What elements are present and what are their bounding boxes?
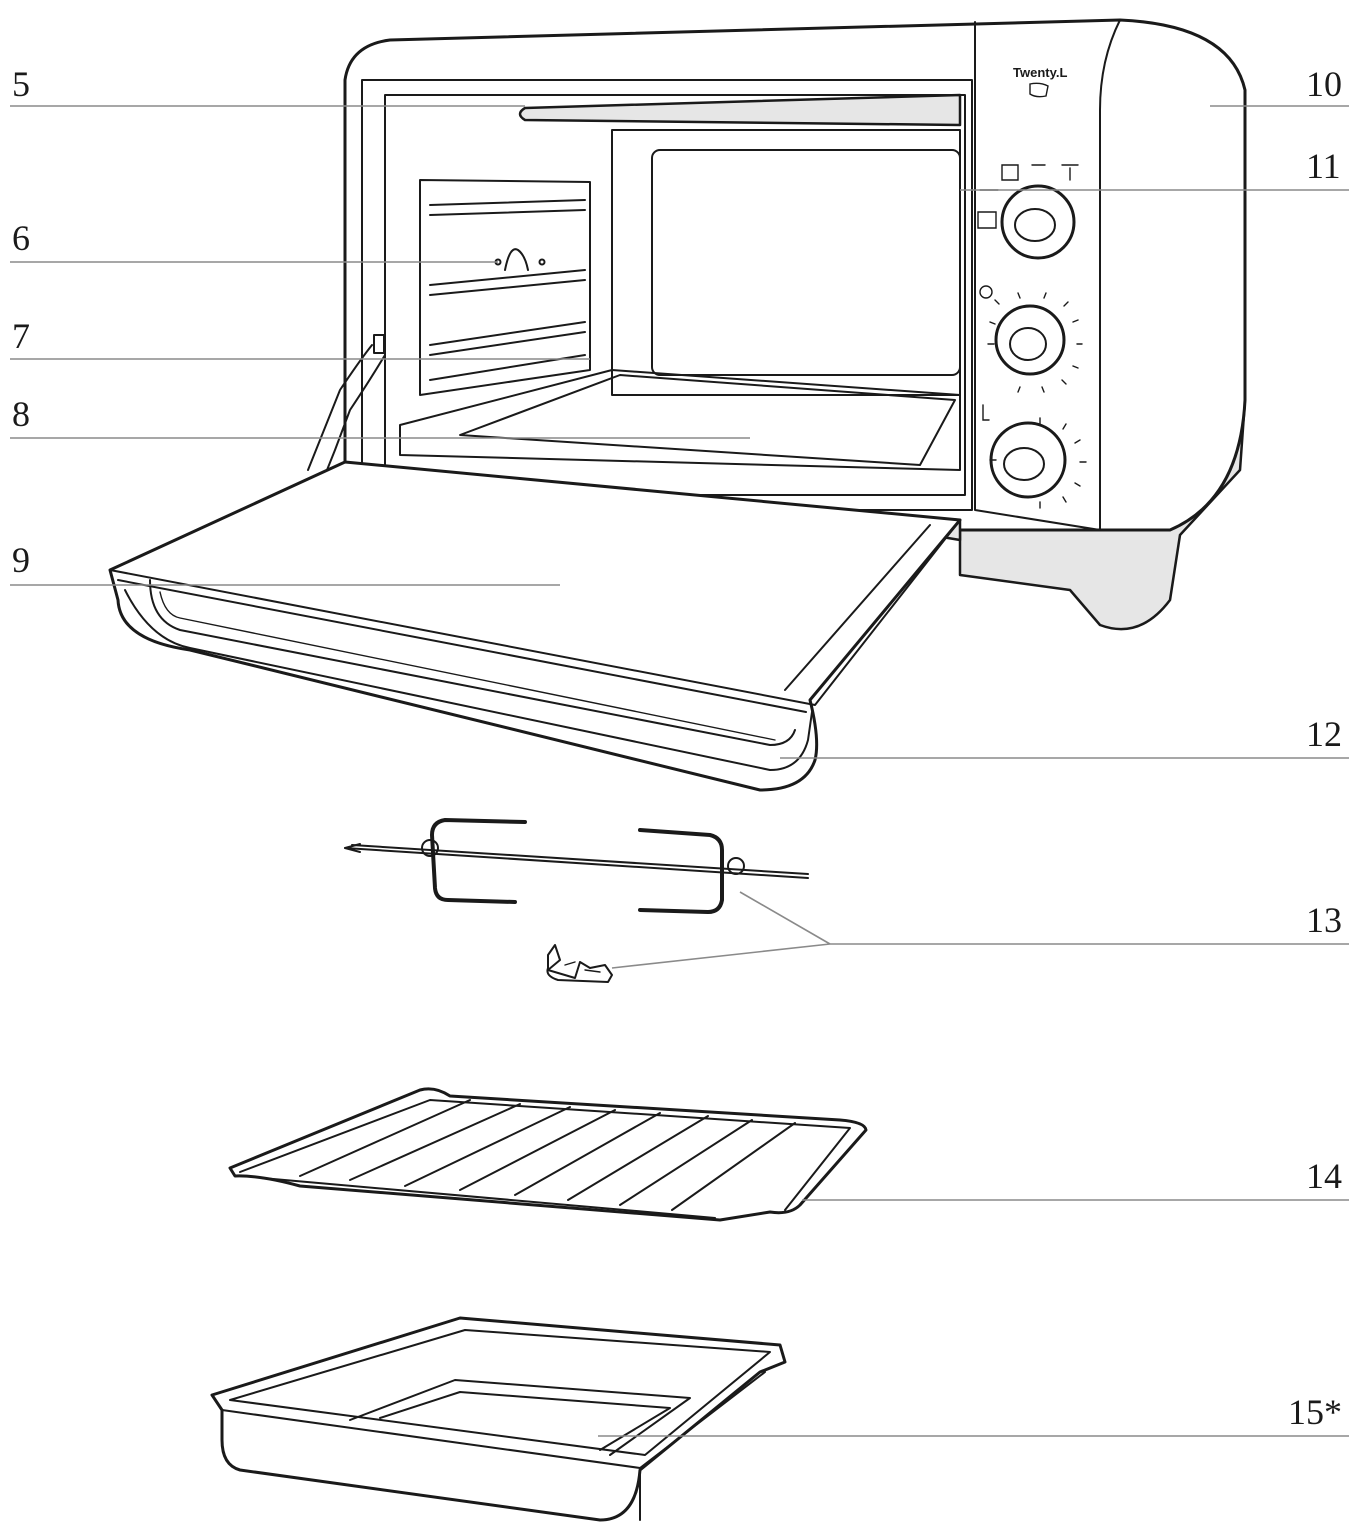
function-selector-knob[interactable] (977, 164, 1079, 260)
callout-15: 15* (1288, 1392, 1342, 1432)
rotisserie-spit (344, 818, 809, 914)
callout-12: 12 (1306, 714, 1342, 754)
wire-rack (228, 1087, 868, 1222)
callout-9: 9 (12, 540, 30, 580)
callout-13: 13 (1306, 900, 1342, 940)
callout-6: 6 (12, 218, 30, 258)
brand-logo: Twenty.L (1013, 65, 1067, 80)
spit-fork-screw (546, 944, 613, 983)
oven-door[interactable] (108, 460, 962, 792)
oven-body: Twenty.L (307, 18, 1247, 631)
callout-8: 8 (12, 394, 30, 434)
callout-7: 7 (12, 316, 30, 356)
callout-labels: 5 6 7 8 9 10 11 12 13 14 15* (12, 64, 1342, 1432)
baking-tray (210, 1316, 787, 1522)
callout-5: 5 (12, 64, 30, 104)
callout-14: 14 (1306, 1156, 1342, 1196)
dial-tick-marks (987, 292, 1087, 509)
timer-knob[interactable] (979, 285, 1066, 376)
callout-10: 10 (1306, 64, 1342, 104)
callout-11: 11 (1306, 146, 1341, 186)
leader-lines (10, 105, 1349, 1437)
temperature-knob[interactable] (982, 404, 1067, 499)
